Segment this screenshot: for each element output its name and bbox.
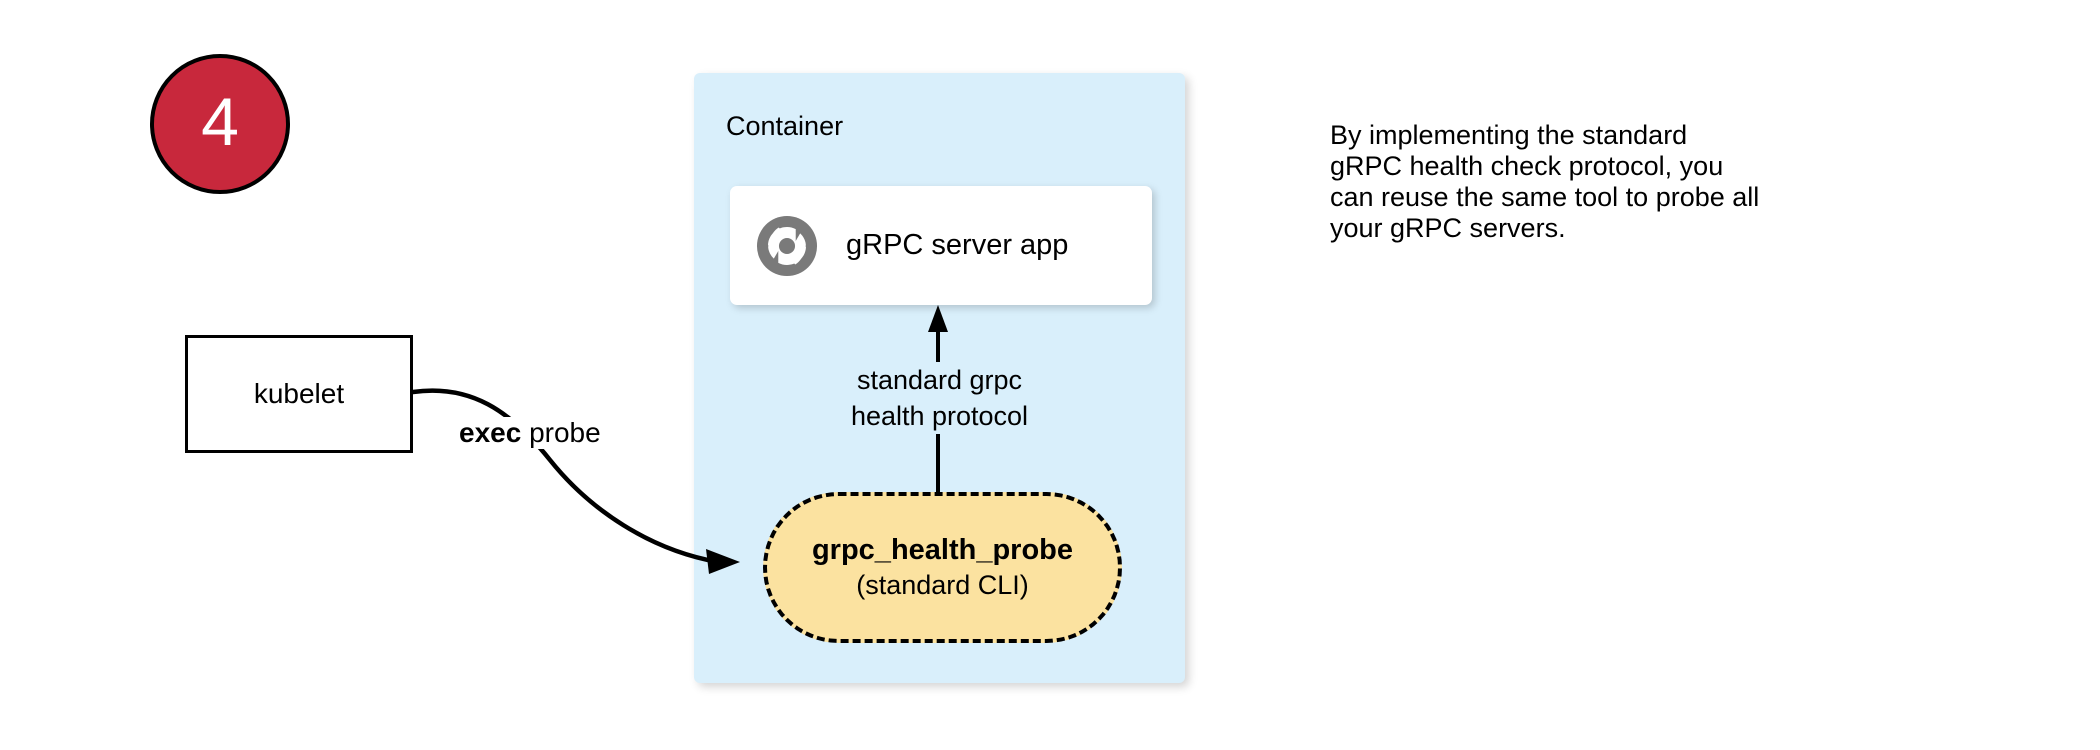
grpc-health-probe-subtitle: (standard CLI) [856,569,1029,600]
caption-line-2: gRPC health check protocol, you [1330,151,1724,181]
exec-probe-arrow [410,388,740,574]
step-number-label: 4 [201,84,239,160]
caption-line-4: your gRPC servers. [1330,213,1566,243]
kubelet-node: kubelet [185,335,413,453]
grpc-aperture-icon [756,215,818,276]
grpc-server-app-card: gRPC server app [730,186,1152,305]
caption-line-3: can reuse the same tool to probe all [1330,182,1760,212]
caption-text: By implementing the standard gRPC health… [1330,120,1930,244]
exec-probe-label: exec probe [455,417,605,449]
container-group-label: Container [726,111,844,141]
step-number-badge: 4 [150,54,290,194]
protocol-arrow [928,305,948,496]
caption-line-1: By implementing the standard [1330,120,1688,150]
grpc-server-app-label: gRPC server app [846,229,1069,261]
kubelet-label: kubelet [253,378,345,409]
exec-probe-label-rest: probe [521,417,601,448]
grpc-health-probe-title: grpc_health_probe [811,534,1074,567]
grpc-health-probe-node: grpc_health_probe (standard CLI) [763,492,1122,643]
exec-probe-label-bold: exec [459,417,522,448]
